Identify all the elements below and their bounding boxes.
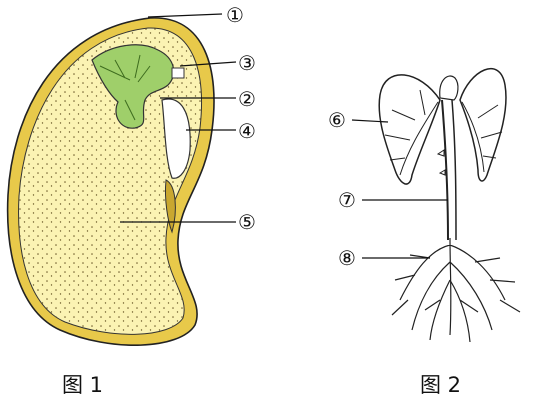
label-4: ④ <box>238 119 256 143</box>
figure-1-bean-seed: ① ③ ② ④ ⑤ 图 1 <box>8 3 256 397</box>
label-3: ③ <box>238 51 256 75</box>
leader-line-1 <box>148 14 222 17</box>
label-5: ⑤ <box>238 210 256 234</box>
stem-outline <box>452 100 456 240</box>
top-bud <box>440 76 458 100</box>
leaf-left <box>379 75 440 184</box>
figure-1-caption: 图 1 <box>62 373 103 397</box>
figure-2-seedling: ⑥ ⑦ ⑧ 图 2 <box>328 69 520 397</box>
bud <box>172 68 184 78</box>
stem-bud <box>438 150 445 175</box>
label-2: ② <box>238 87 256 111</box>
figure-2-caption: 图 2 <box>420 373 461 397</box>
label-7: ⑦ <box>338 188 356 212</box>
label-6: ⑥ <box>328 108 346 132</box>
label-8: ⑧ <box>338 246 356 270</box>
label-1: ① <box>226 3 244 27</box>
roots <box>392 238 520 342</box>
